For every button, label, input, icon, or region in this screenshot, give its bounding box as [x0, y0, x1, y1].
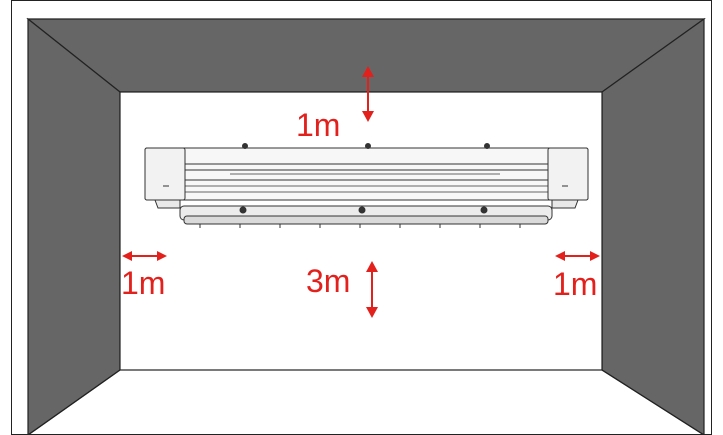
- right-clearance-arrow: [555, 251, 600, 261]
- top-clearance-arrow: [362, 66, 374, 122]
- left-clearance-label: 1m: [121, 265, 166, 301]
- back-wall-top: [26, 18, 706, 93]
- floor-area: [119, 91, 603, 371]
- right-wall: [601, 17, 705, 435]
- right-floor-edge: [601, 369, 705, 435]
- left-floor-edge: [27, 369, 121, 435]
- front-clearance-arrow: [366, 261, 378, 318]
- printer-icon: [144, 143, 589, 228]
- left-clearance-arrow: [122, 251, 167, 261]
- front-clearance-label: 3m: [306, 263, 351, 299]
- top-clearance-label: 1m: [296, 107, 341, 143]
- right-clearance-label: 1m: [553, 266, 598, 302]
- left-wall: [27, 17, 121, 435]
